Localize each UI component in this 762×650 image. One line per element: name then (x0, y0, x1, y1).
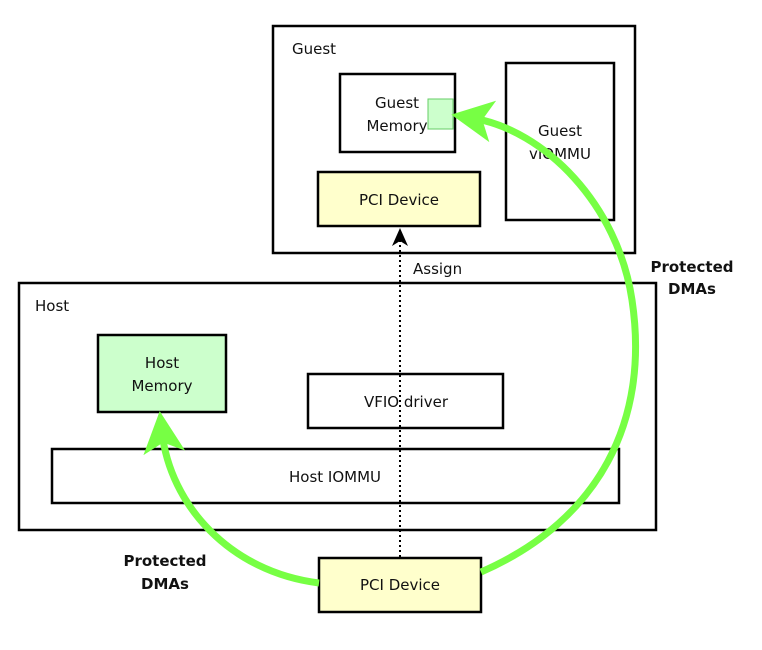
host-iommu-label: Host IOMMU (289, 468, 381, 486)
vfio-driver: VFIO driver (306, 372, 505, 430)
protected-dmas-right-line1: Protected (650, 258, 733, 276)
guest-pci-device: PCI Device (316, 170, 482, 228)
guest-pci-device-label: PCI Device (359, 191, 439, 209)
host-label: Host (35, 297, 69, 315)
guest-memory-line2: Memory (366, 117, 427, 135)
guest-memory: Guest Memory (338, 72, 457, 154)
guest-viommu: Guest vIOMMU (504, 61, 616, 222)
guest-label: Guest (292, 40, 336, 58)
guest-viommu-line1: Guest (538, 122, 582, 140)
assign-label: Assign (413, 260, 462, 278)
guest-memory-line1: Guest (375, 94, 419, 112)
protected-dma-arrow-guest (451, 100, 640, 576)
guest-memory-page (427, 98, 454, 130)
protected-dma-arrow-host (143, 411, 320, 587)
pci-device: PCI Device (317, 556, 483, 614)
protected-dmas-right-line2: DMAs (668, 280, 716, 298)
vfio-driver-label: VFIO driver (364, 393, 449, 411)
protected-dmas-left-line2: DMAs (141, 575, 189, 593)
host-memory-line1: Host (145, 354, 179, 372)
pci-device-label: PCI Device (360, 576, 440, 594)
protected-dmas-left-line1: Protected (123, 552, 206, 570)
host-iommu: Host IOMMU (50, 447, 621, 505)
host-memory-line2: Memory (131, 377, 192, 395)
assign-arrow (392, 228, 408, 557)
host-memory: Host Memory (96, 333, 228, 414)
